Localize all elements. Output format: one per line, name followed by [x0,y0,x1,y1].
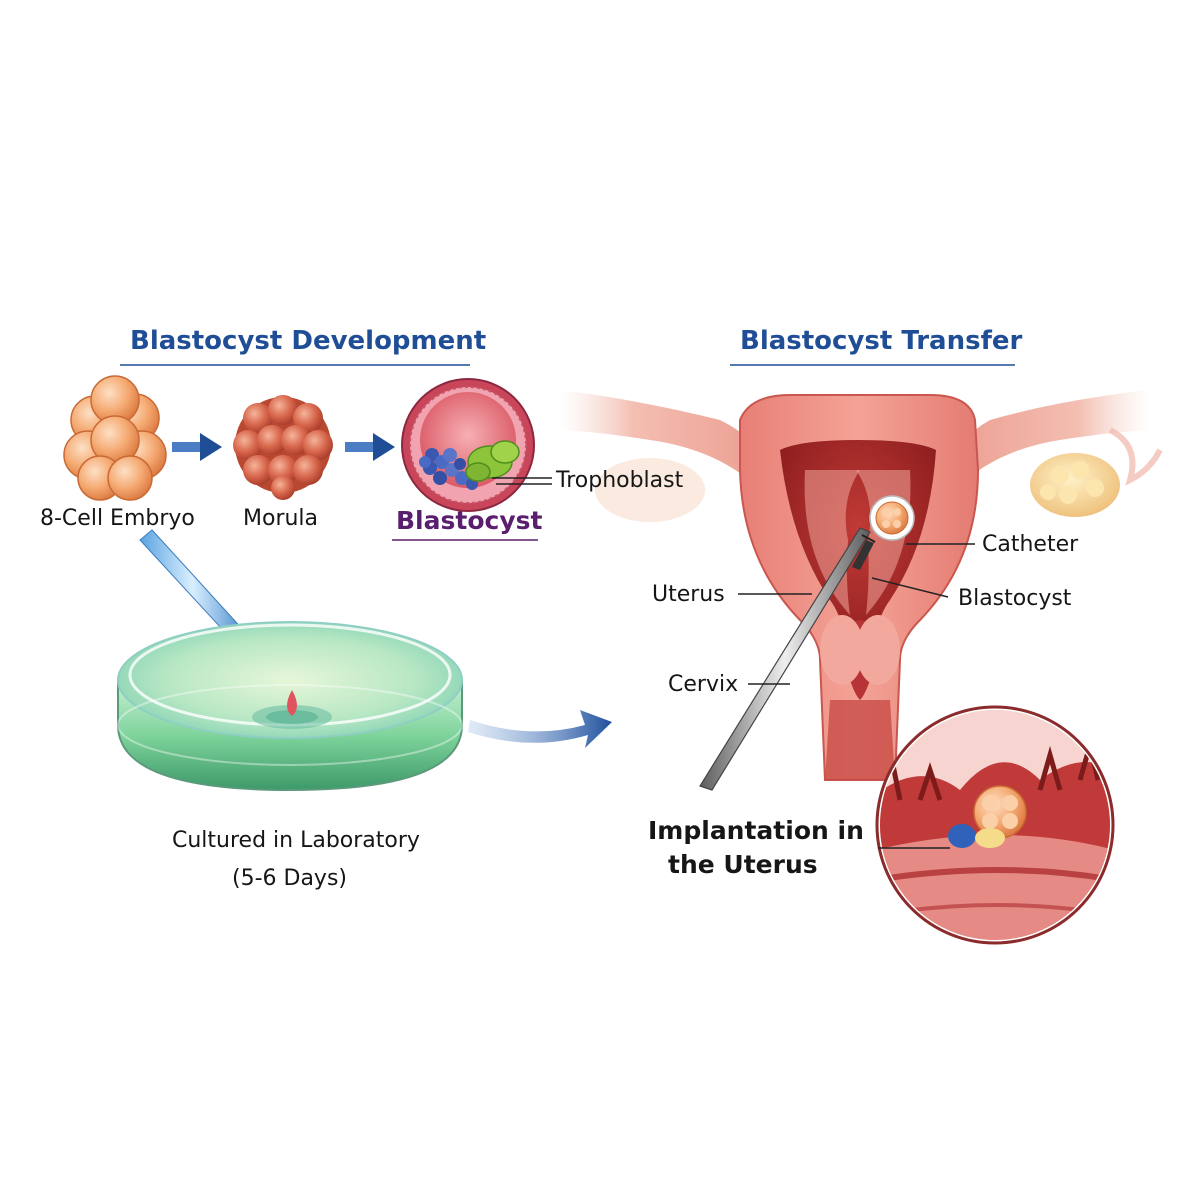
petri-dish [117,621,463,792]
ovary-right [1030,453,1120,517]
transfer-title: Blastocyst Transfer [740,326,1023,356]
arrow-icon [345,433,395,461]
catheter-label: Catheter [982,532,1079,557]
cervix-label: Cervix [668,672,739,697]
implantation-magnifier [875,705,1115,945]
transfer-arrow-icon [468,710,612,748]
catheter [699,527,876,791]
trophoblast-pointer-line [492,477,552,485]
stage-label-blastocyst: Blastocyst [396,506,543,535]
fallopian-tubes [560,390,1163,490]
stage-label-morula: Morula [243,506,319,531]
culture-label-line-2: (5-6 Days) [232,866,347,891]
blastocyst-pointer-line [871,577,949,598]
uterus-label: Uterus [652,582,725,607]
arrow-icon [172,433,222,461]
blastocyst-in-uterus [869,495,915,541]
morula [233,395,333,500]
culture-label-line-1: Cultured in Laboratory [172,828,420,853]
ovary-left [595,458,705,522]
implantation-label-line-2: the Uterus [668,850,818,879]
implantation-label-line-1: Implantation in [648,816,864,845]
blastocyst-cross-section [401,378,535,512]
blastocyst-transfer-label: Blastocyst [958,586,1072,611]
stage-label-8-cell: 8-Cell Embryo [40,506,195,531]
trophoblast-label: Trophoblast [556,468,684,493]
eight-cell-embryo [63,375,167,501]
development-title: Blastocyst Development [130,326,487,356]
